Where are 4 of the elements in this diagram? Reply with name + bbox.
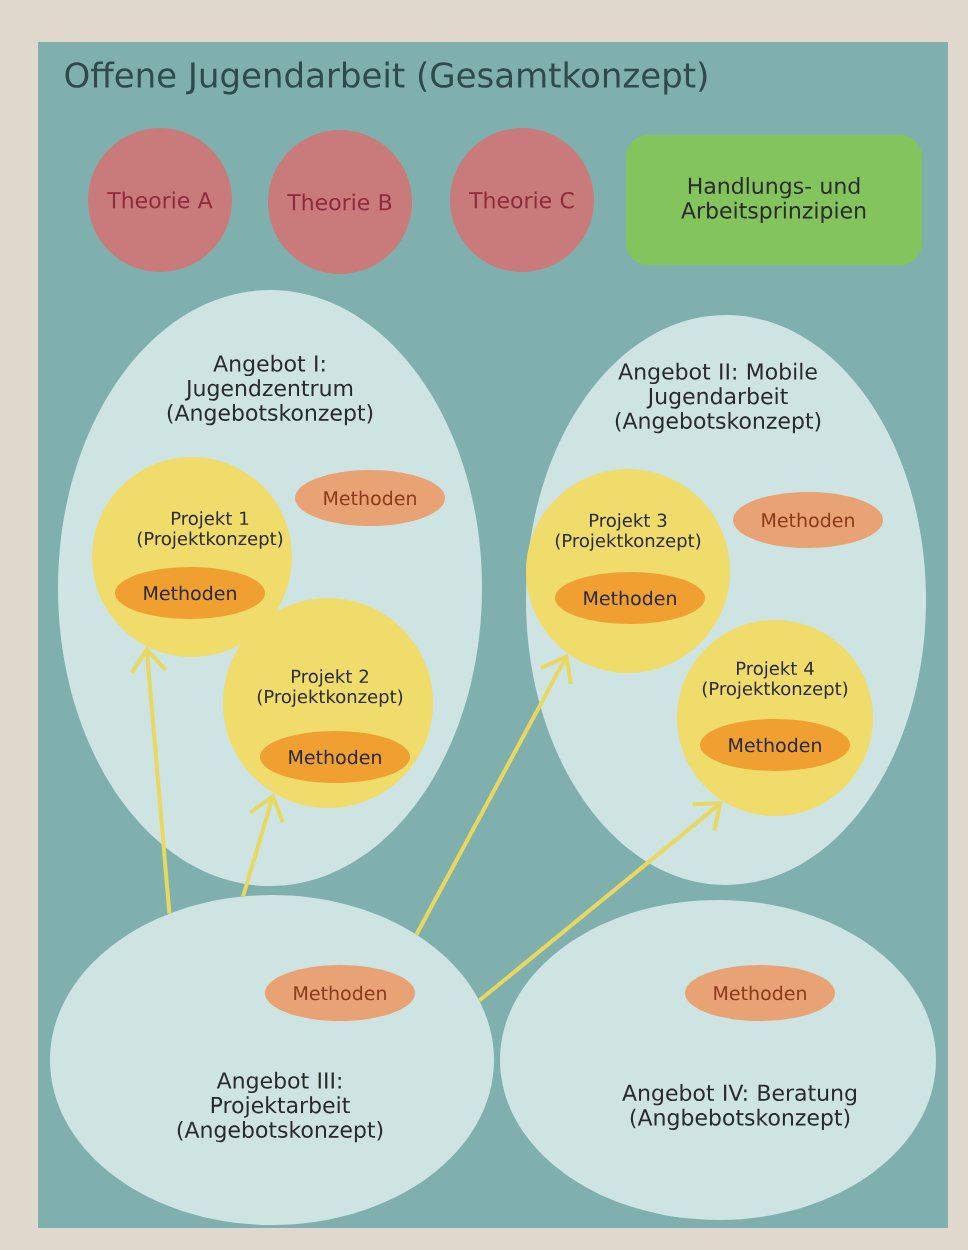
arrow: [130, 646, 172, 914]
arrow: [478, 801, 723, 1003]
arrow: [414, 653, 573, 936]
principles-box: Handlungs- und Arbeitsprinzipien: [626, 135, 922, 265]
